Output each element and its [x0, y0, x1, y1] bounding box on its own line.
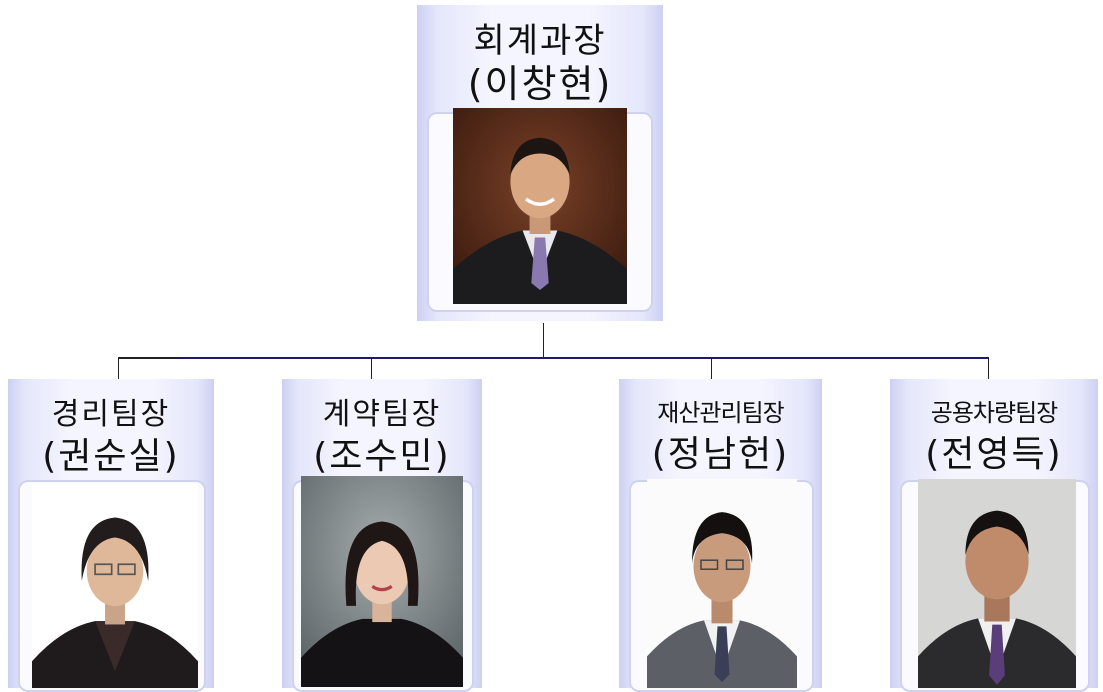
head-name: (이창현) — [467, 62, 613, 106]
connector-head-down — [543, 323, 544, 358]
team-title-4: 공용차량팀장 — [930, 399, 1058, 427]
team-photo-2 — [301, 476, 463, 687]
connector-team-1 — [118, 357, 119, 379]
connector-team-3 — [711, 357, 712, 379]
head-title: 회계과장 — [473, 21, 607, 61]
team-photo-1 — [32, 484, 198, 688]
team-title-2: 계약팀장 — [322, 397, 442, 432]
team-photo-3 — [647, 479, 797, 688]
connector-horizontal — [118, 357, 989, 359]
team-card-4: 공용차량팀장 (전영득) — [890, 379, 1098, 692]
team-name-3: (정남헌) — [651, 434, 790, 475]
team-name-1: (권순실) — [42, 436, 180, 477]
team-photo-4 — [918, 479, 1076, 688]
team-card-2: 계약팀장 (조수민) — [282, 379, 482, 692]
head-card: 회계과장 (이창현) — [417, 5, 663, 321]
team-title-3: 재산관리팀장 — [657, 399, 784, 427]
connector-team-4 — [988, 357, 989, 379]
connector-team-2 — [371, 357, 372, 379]
head-photo — [453, 108, 627, 304]
team-name-2: (조수민) — [313, 436, 451, 477]
team-card-3: 재산관리팀장 (정남헌) — [619, 379, 822, 692]
team-name-4: (전영득) — [925, 434, 1063, 475]
team-title-1: 경리팀장 — [51, 397, 171, 432]
team-card-1: 경리팀장 (권순실) — [8, 379, 214, 692]
